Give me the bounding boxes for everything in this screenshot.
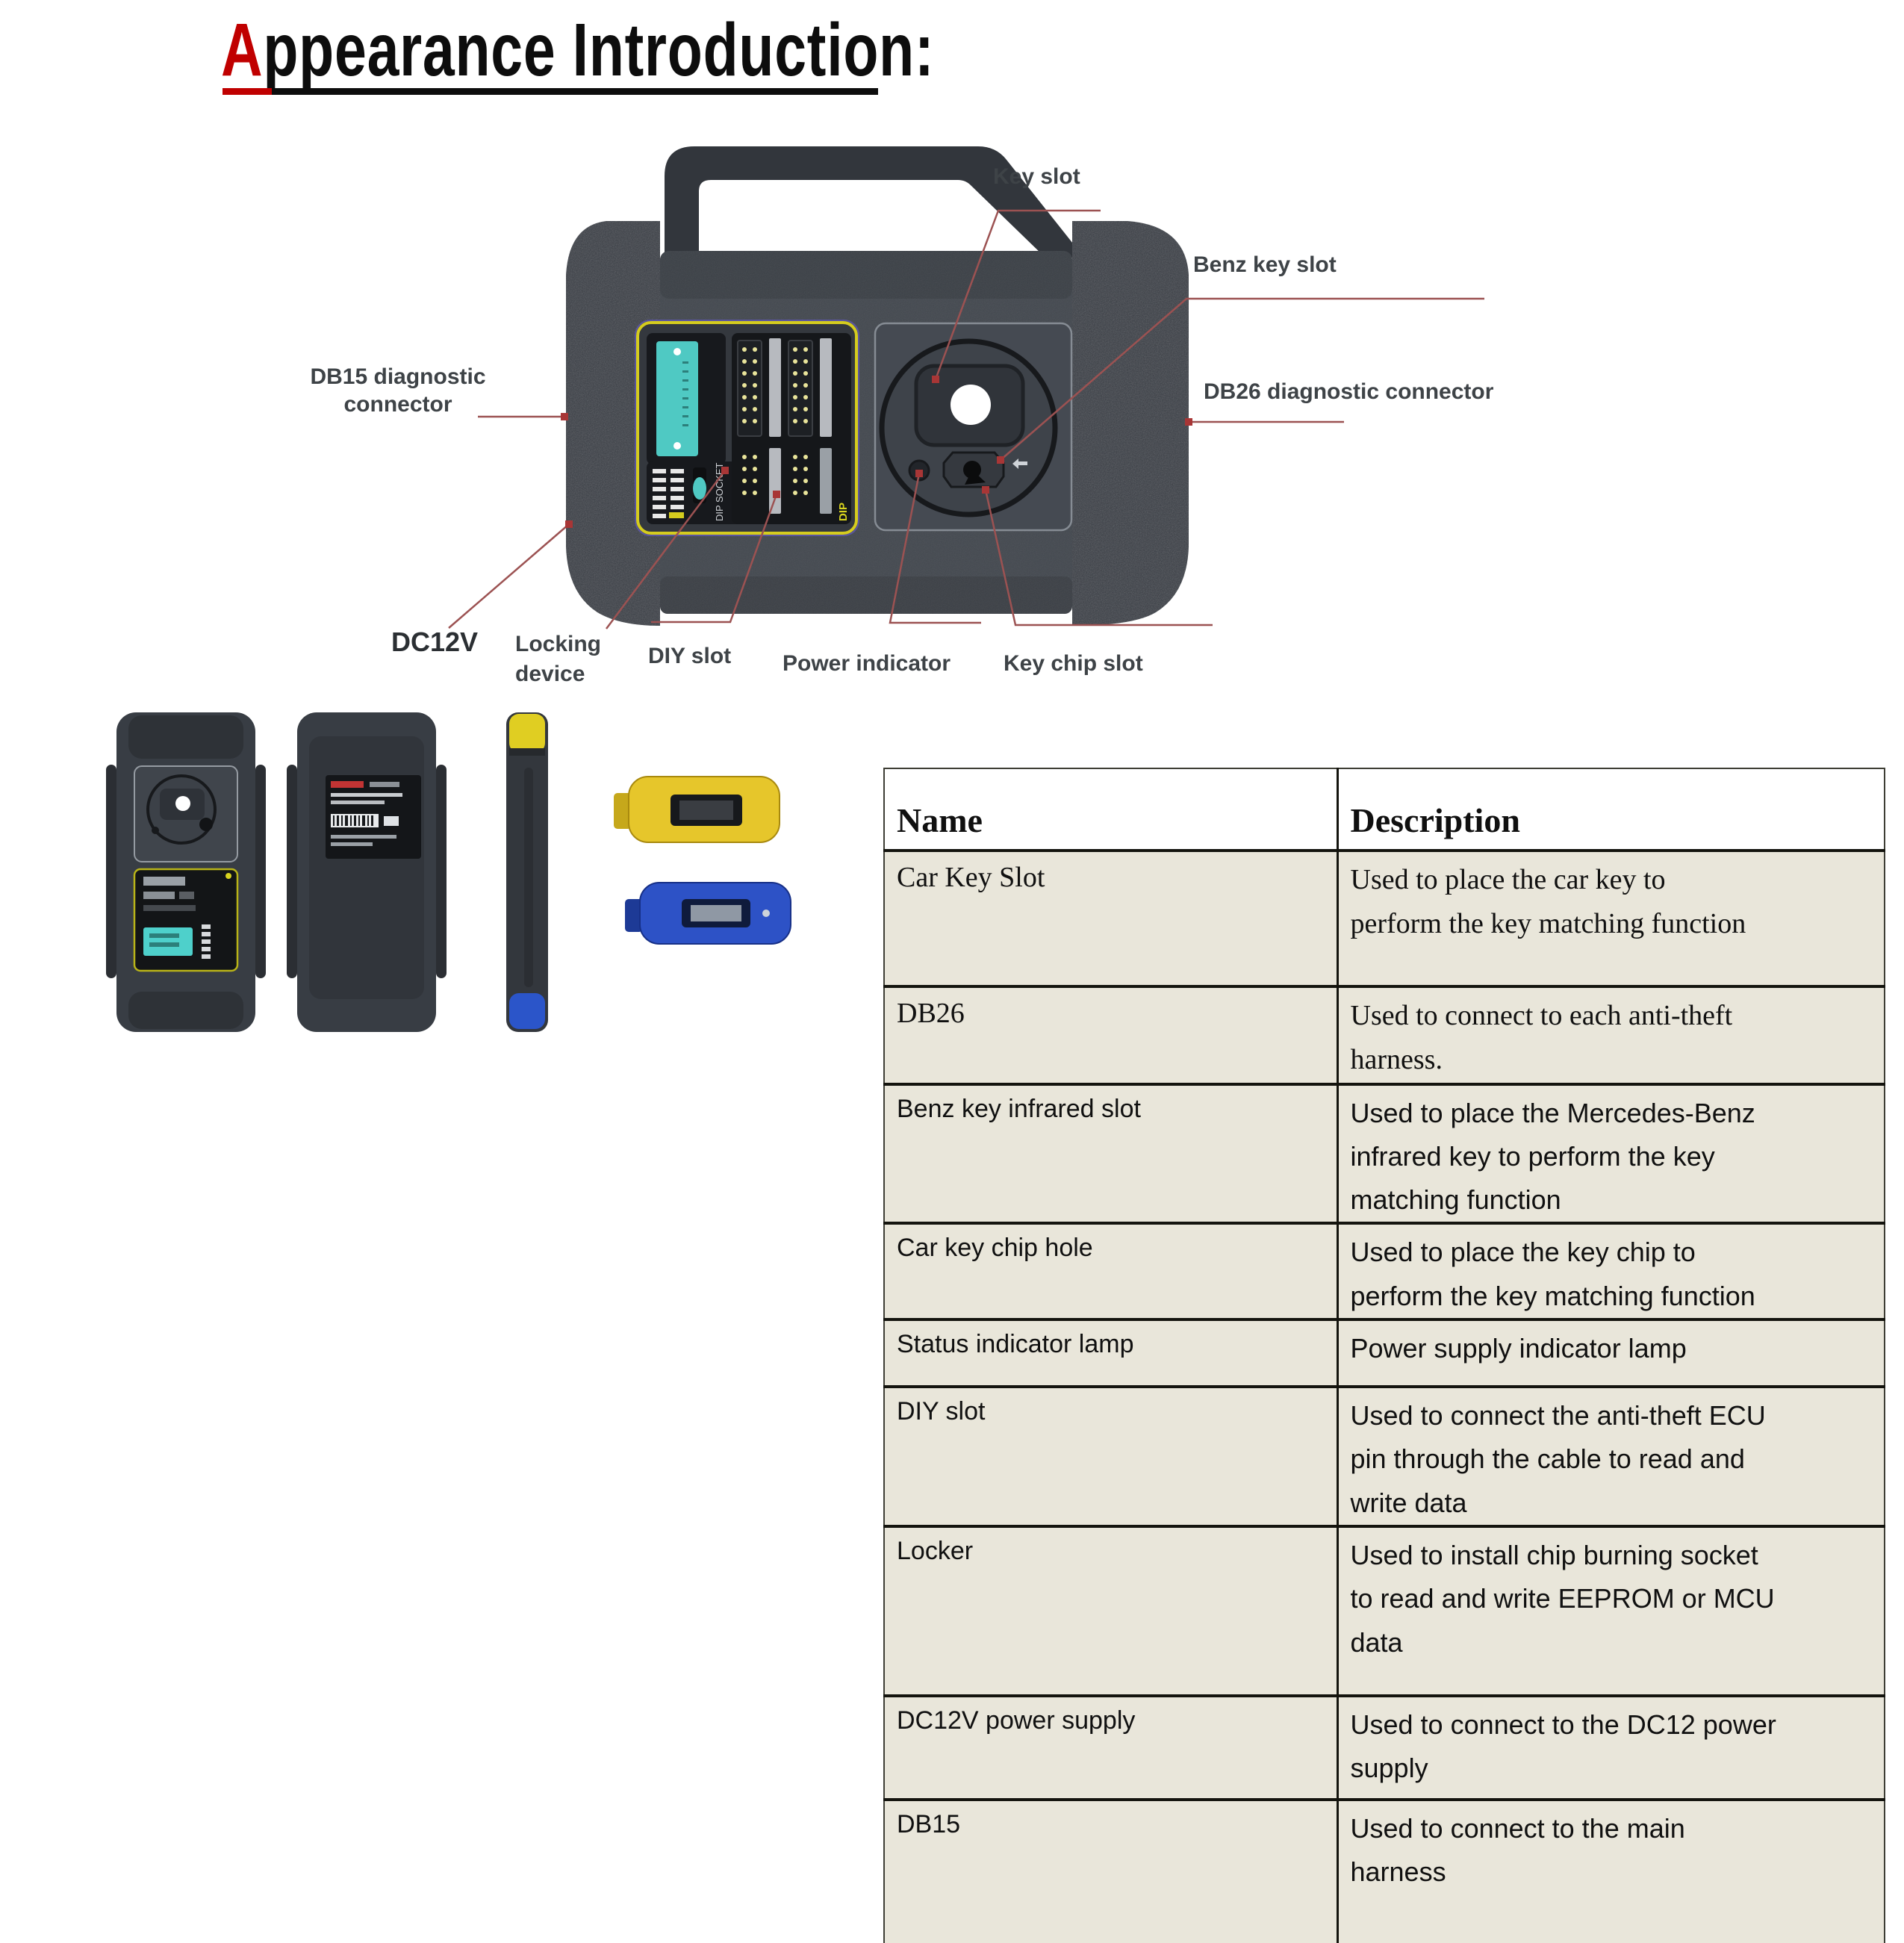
table-row: Status indicator lamp Power supply indic… — [884, 1319, 1885, 1387]
part-description: Power supply indicator lamp — [1350, 1333, 1687, 1364]
page-title: Appearance Introduction: — [221, 7, 1148, 93]
yellow-connector-view — [614, 776, 780, 843]
table-row: Car key chip hole Used to place the key … — [884, 1223, 1885, 1320]
parts-table: Name Description Car Key Slot Used to pl… — [883, 768, 1885, 1943]
label-key-chip-slot: Key chip slot — [1004, 651, 1143, 676]
part-description: Used to connect to the DC12 power supply — [1350, 1709, 1776, 1784]
blue-connector-view — [625, 882, 791, 945]
part-description: Used to place the Mercedes-Benz infrared… — [1350, 1097, 1755, 1216]
part-name: DB26 — [897, 998, 965, 1029]
table-row: DIY slot Used to connect the anti-theft … — [884, 1387, 1885, 1527]
callout-lines — [448, 209, 1484, 629]
dip-marking: DIP — [837, 503, 850, 521]
part-name: Benz key infrared slot — [897, 1094, 1141, 1123]
table-row: DC12V power supply Used to connect to th… — [884, 1696, 1885, 1800]
part-description: Used to connect the anti-theft ECU pin t… — [1350, 1400, 1766, 1518]
part-name: Car key chip hole — [897, 1234, 1093, 1263]
label-locking-device: Locking device — [515, 632, 602, 686]
benz-key-arrow-icon — [1012, 458, 1027, 469]
device-side-view — [506, 712, 548, 1032]
table-row: DB26 Used to connect to each anti-theft … — [884, 986, 1885, 1084]
device-front-view — [106, 712, 266, 1032]
table-row: DB15 Used to connect to the main harness — [884, 1800, 1885, 1943]
part-name: Car Key Slot — [897, 862, 1045, 893]
table-row: Benz key infrared slot Used to place the… — [884, 1084, 1885, 1224]
part-name: DB15 — [897, 1810, 961, 1839]
label-diy-slot: DIY slot — [648, 644, 732, 668]
title-rest: ppearance Introduction: — [263, 8, 935, 92]
column-header-description: Description — [1336, 768, 1885, 851]
part-description: Used to place the car key to perform the… — [1350, 864, 1746, 940]
device-illustration: DIP SOCKET DIP — [448, 146, 1484, 629]
part-description: Used to place the key chip to perform th… — [1350, 1237, 1755, 1311]
label-db15-connector: DB15 diagnostic connector — [310, 364, 486, 417]
label-benz-key-slot: Benz key slot — [1193, 252, 1337, 277]
label-dc12v: DC12V — [391, 627, 479, 657]
zif-socket — [656, 341, 698, 456]
part-description: Used to connect to the main harness — [1350, 1813, 1685, 1888]
label-power-indicator: Power indicator — [783, 651, 951, 676]
part-description: Used to connect to each anti-theft harne… — [1350, 1000, 1733, 1076]
key-slot-hole — [951, 385, 991, 425]
table-row: Car Key Slot Used to place the car key t… — [884, 851, 1885, 986]
title-underline — [223, 88, 878, 95]
dip-socket-marking: DIP SOCKET — [714, 462, 725, 521]
part-name: Locker — [897, 1537, 974, 1566]
column-header-name: Name — [897, 801, 983, 839]
table-header-row: Name Description — [884, 768, 1885, 851]
part-description: Used to install chip burning socket to r… — [1350, 1540, 1775, 1658]
table-row: Locker Used to install chip burning sock… — [884, 1526, 1885, 1697]
title-first-letter: A — [221, 8, 264, 92]
title-underline-red-segment — [223, 88, 272, 95]
label-key-slot: Key slot — [993, 164, 1080, 189]
device-handle — [665, 146, 1084, 258]
callout-dots — [561, 376, 1192, 528]
part-name: Status indicator lamp — [897, 1330, 1134, 1359]
device-back-view — [287, 712, 447, 1032]
part-name: DIY slot — [897, 1397, 986, 1426]
part-name: DC12V power supply — [897, 1706, 1136, 1735]
label-db26-connector: DB26 diagnostic connector — [1204, 379, 1494, 404]
device-views-illustration — [106, 712, 791, 1032]
